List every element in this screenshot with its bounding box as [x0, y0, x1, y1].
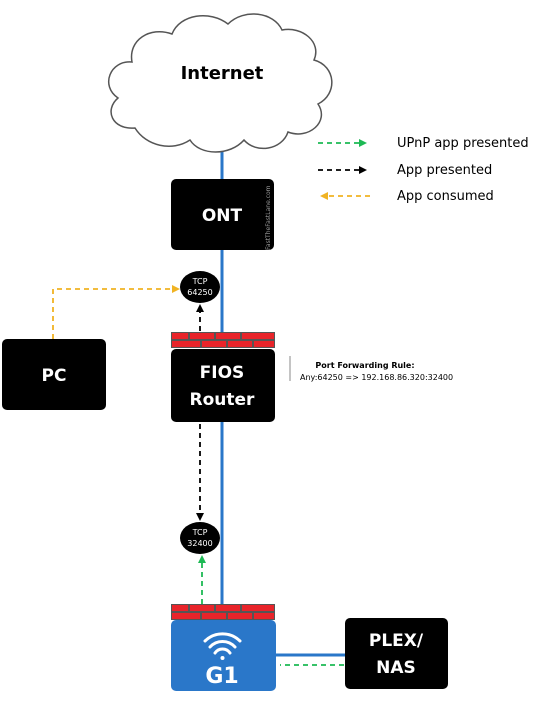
g1-node: G1	[171, 604, 276, 691]
port-32400-number: 32400	[187, 539, 212, 548]
legend: UPnP app presented App presented App con…	[318, 136, 529, 204]
router-label-line2: Router	[190, 390, 256, 410]
pc-label: PC	[42, 366, 67, 386]
port-64250-number: 64250	[187, 288, 212, 297]
ont-watermark: FastTheFastLane.com	[265, 185, 272, 250]
internet-cloud: Internet	[107, 13, 333, 153]
router-firewall	[171, 332, 275, 348]
legend-upnp-label: UPnP app presented	[397, 136, 529, 151]
port-64250-protocol: TCP	[192, 277, 208, 286]
g1-label: G1	[205, 664, 238, 689]
fios-router-node: FIOS Router	[171, 332, 275, 422]
ont-label: ONT	[202, 206, 243, 226]
port-forwarding-note: Port Forwarding Rule: Any:64250 => 192.1…	[289, 356, 453, 382]
pc-node: PC	[2, 339, 106, 410]
plex-nas-node: PLEX/ NAS	[345, 618, 448, 689]
pc-to-64250-flow	[52, 285, 180, 339]
plex-label-line2: NAS	[376, 658, 416, 678]
port-badge-64250: TCP 64250	[180, 271, 220, 303]
ont-node: ONT FastTheFastLane.com	[171, 179, 274, 250]
port-forwarding-rule: Any:64250 => 192.168.86.320:32400	[300, 373, 453, 382]
port-forwarding-title: Port Forwarding Rule:	[315, 361, 414, 370]
plex-label-line1: PLEX/	[369, 631, 424, 651]
g1-firewall	[171, 604, 275, 620]
internet-label: Internet	[181, 63, 264, 84]
port-32400-protocol: TCP	[192, 528, 208, 537]
legend-app-presented-label: App presented	[397, 163, 492, 178]
router-label-line1: FIOS	[200, 363, 245, 383]
port-badge-32400: TCP 32400	[180, 522, 220, 554]
wifi-icon	[203, 632, 242, 660]
legend-app-consumed-label: App consumed	[397, 189, 494, 204]
